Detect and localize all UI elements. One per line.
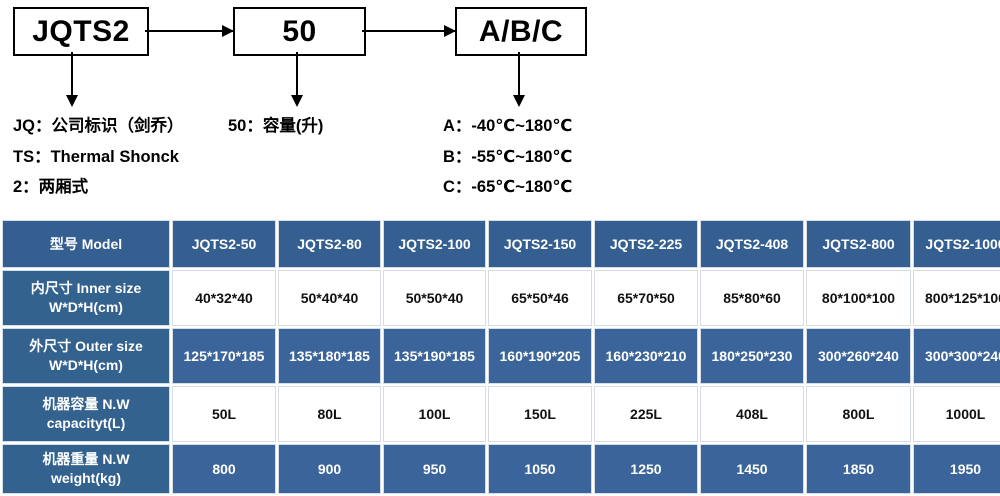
row-label-model: 型号 Model [2, 220, 170, 268]
cell-inner-4: 65*70*50 [594, 270, 698, 326]
diagram-box-model-label: JQTS2 [32, 14, 130, 48]
table-row-capacity: 机器容量 N.W capacityt(L) 50L 80L 100L 150L … [2, 386, 1000, 442]
cell-weight-4: 1250 [594, 444, 698, 494]
table-row-model: 型号 Model JQTS2-50 JQTS2-80 JQTS2-100 JQT… [2, 220, 1000, 268]
legend-line-50: 50：容量(升) [228, 117, 324, 135]
legend-model-code: JQ：公司标识（剑乔） TS：Thermal Shonck 2：两厢式 [13, 118, 184, 210]
legend-line-b: B：-55℃~180℃ [443, 147, 573, 166]
cell-weight-1: 900 [278, 444, 381, 494]
legend-temperature-range: A：-40℃~180℃ B：-55℃~180℃ C：-65℃~180℃ [443, 118, 572, 210]
table-row-outer-size: 外尺寸 Outer size W*D*H(cm) 125*170*185 135… [2, 328, 1000, 384]
row-label-inner-size: 内尺寸 Inner size W*D*H(cm) [2, 270, 170, 326]
diagram-box-temperature: A/B/C [455, 7, 587, 56]
arrow-down-icon [513, 52, 525, 107]
row-label-outer-size-line2: W*D*H(cm) [49, 357, 123, 373]
cell-weight-3: 1050 [488, 444, 592, 494]
cell-outer-1: 135*180*185 [278, 328, 381, 384]
arrow-right-icon [362, 25, 456, 37]
cell-inner-6: 80*100*100 [806, 270, 911, 326]
legend-line-2: 2：两厢式 [13, 178, 89, 196]
row-label-inner-size-line1: 内尺寸 Inner size [30, 280, 142, 297]
cell-capacity-1: 80L [278, 386, 381, 442]
cell-model-1: JQTS2-80 [278, 220, 381, 268]
row-label-capacity-line2: capacityt(L) [46, 415, 126, 431]
cell-capacity-3: 150L [488, 386, 592, 442]
cell-outer-0: 125*170*185 [172, 328, 276, 384]
table-row-weight: 机器重量 N.W weight(kg) 800 900 950 1050 125… [2, 444, 1000, 494]
cell-weight-2: 950 [383, 444, 486, 494]
row-label-model-line1: 型号 Model [49, 235, 123, 252]
row-label-capacity: 机器容量 N.W capacityt(L) [2, 386, 170, 442]
cell-model-0: JQTS2-50 [172, 220, 276, 268]
cell-weight-6: 1850 [806, 444, 911, 494]
cell-weight-0: 800 [172, 444, 276, 494]
cell-model-2: JQTS2-100 [383, 220, 486, 268]
cell-inner-0: 40*32*40 [172, 270, 276, 326]
cell-inner-3: 65*50*46 [488, 270, 592, 326]
row-label-weight: 机器重量 N.W weight(kg) [2, 444, 170, 494]
table-row-inner-size: 内尺寸 Inner size W*D*H(cm) 40*32*40 50*40*… [2, 270, 1000, 326]
cell-model-6: JQTS2-800 [806, 220, 911, 268]
cell-capacity-5: 408L [700, 386, 804, 442]
row-label-inner-size-line2: W*D*H(cm) [49, 299, 123, 315]
cell-capacity-0: 50L [172, 386, 276, 442]
cell-model-7: JQTS2-1000 [913, 220, 1000, 268]
cell-outer-4: 160*230*210 [594, 328, 698, 384]
row-label-weight-line1: 机器重量 N.W [42, 451, 130, 468]
cell-outer-3: 160*190*205 [488, 328, 592, 384]
legend-line-a: A：-40℃~180℃ [443, 117, 573, 135]
cell-model-4: JQTS2-225 [594, 220, 698, 268]
cell-model-5: JQTS2-408 [700, 220, 804, 268]
diagram-box-model: JQTS2 [13, 7, 149, 56]
cell-outer-6: 300*260*240 [806, 328, 911, 384]
row-label-capacity-line1: 机器容量 N.W [42, 396, 130, 413]
cell-capacity-6: 800L [806, 386, 911, 442]
cell-inner-7: 800*125*100 [913, 270, 1000, 326]
row-label-outer-size: 外尺寸 Outer size W*D*H(cm) [2, 328, 170, 384]
cell-inner-2: 50*50*40 [383, 270, 486, 326]
legend-line-ts: TS：Thermal Shonck [13, 147, 179, 166]
arrow-down-icon [66, 52, 78, 107]
diagram-box-temperature-label: A/B/C [478, 14, 564, 48]
model-naming-diagram: JQTS2 50 A/B/C JQ：公司标识（剑乔） TS：Thermal Sh… [0, 0, 1000, 218]
cell-capacity-4: 225L [594, 386, 698, 442]
legend-line-jq: JQ：公司标识（剑乔） [13, 117, 184, 135]
cell-weight-7: 1950 [913, 444, 1000, 494]
arrow-right-icon [145, 25, 234, 37]
row-label-weight-line2: weight(kg) [51, 470, 121, 486]
legend-capacity: 50：容量(升) [228, 118, 323, 149]
cell-capacity-7: 1000L [913, 386, 1000, 442]
cell-inner-1: 50*40*40 [278, 270, 381, 326]
cell-inner-5: 85*80*60 [700, 270, 804, 326]
cell-capacity-2: 100L [383, 386, 486, 442]
diagram-box-capacity-label: 50 [282, 14, 317, 48]
specification-table: 型号 Model JQTS2-50 JQTS2-80 JQTS2-100 JQT… [0, 218, 1000, 496]
cell-weight-5: 1450 [700, 444, 804, 494]
cell-outer-7: 300*300*240 [913, 328, 1000, 384]
arrow-down-icon [291, 52, 303, 107]
diagram-box-capacity: 50 [233, 7, 366, 56]
cell-outer-5: 180*250*230 [700, 328, 804, 384]
cell-model-3: JQTS2-150 [488, 220, 592, 268]
cell-outer-2: 135*190*185 [383, 328, 486, 384]
legend-line-c: C：-65℃~180℃ [443, 178, 573, 196]
row-label-outer-size-line1: 外尺寸 Outer size [29, 338, 143, 355]
